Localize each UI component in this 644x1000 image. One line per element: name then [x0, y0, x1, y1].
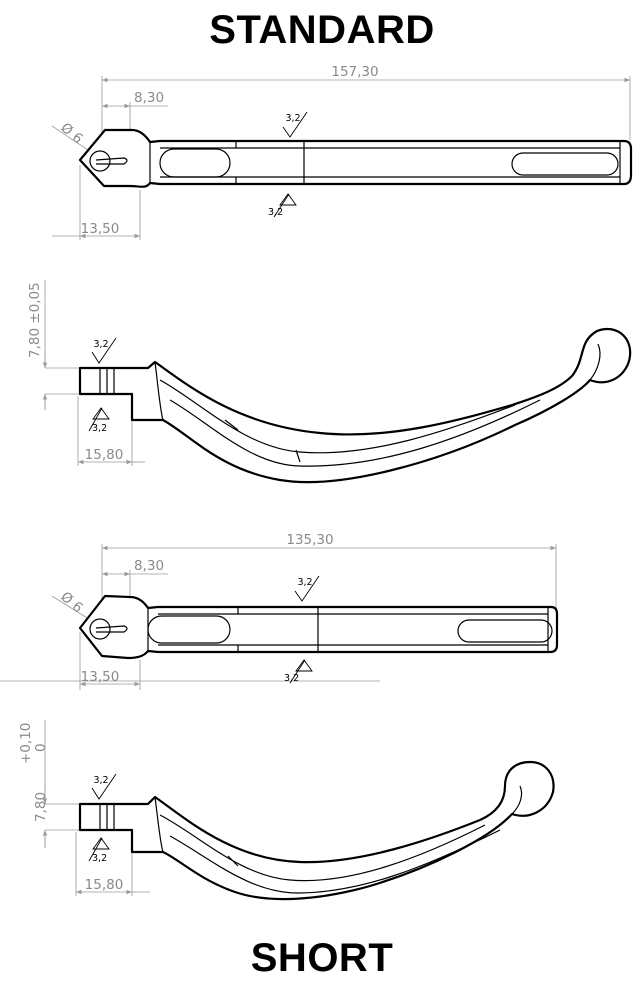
short-thickness: 7,80: [33, 792, 49, 822]
short-pivot-diameter: Ø 6: [57, 589, 85, 616]
roughness-symbol: 3,2: [268, 193, 297, 218]
roughness-symbol: 3,2: [91, 773, 117, 800]
standard-pivot-diameter: Ø 6: [57, 120, 85, 147]
standard-top-view: 157,30 8,30 13,50 Ø 6 3,2: [51, 64, 633, 240]
roughness-symbol: 3,2: [88, 837, 110, 864]
standard-pivot-offset: 8,30: [134, 90, 164, 106]
short-overall-length: 135,30: [286, 532, 333, 548]
standard-overall-length: 157,30: [331, 64, 378, 80]
short-top-view: 135,30 8,30 13,50 Ø 6 3,2 3,2: [0, 532, 559, 690]
svg-text:3,2: 3,2: [268, 207, 283, 218]
roughness-symbol: 3,2: [88, 407, 110, 434]
svg-text:3,2: 3,2: [285, 113, 300, 124]
roughness-symbol: 3,2: [91, 337, 117, 364]
standard-pivot-to-edge: 13,50: [81, 221, 120, 237]
standard-tab-length: 15,80: [85, 447, 124, 463]
svg-text:3,2: 3,2: [92, 853, 107, 864]
title-short: SHORT: [250, 936, 394, 980]
short-tolerance-upper: +0,10: [18, 723, 34, 764]
standard-side-view: 7,80 ±0,05 15,80 3,2 3,2: [27, 280, 632, 484]
short-tab-length: 15,80: [85, 877, 124, 893]
short-side-view: 7,80 +0,10 0 15,80 3,2 3,2: [18, 720, 555, 901]
standard-thickness: 7,80 ±0,05: [27, 282, 43, 358]
standard-lever-top-outline: [78, 128, 633, 188]
roughness-symbol: 3,2: [284, 659, 313, 684]
svg-text:3,2: 3,2: [284, 673, 299, 684]
svg-text:3,2: 3,2: [297, 577, 312, 588]
short-pivot-offset: 8,30: [134, 558, 164, 574]
short-pivot-to-edge: 13,50: [81, 669, 120, 685]
standard-lever-side-outline: [78, 328, 632, 484]
roughness-symbol: 3,2: [294, 575, 320, 602]
svg-text:3,2: 3,2: [93, 775, 108, 786]
short-lever-side-outline: [78, 760, 555, 901]
roughness-symbol: 3,2: [282, 111, 308, 138]
title-standard: STANDARD: [209, 8, 435, 52]
svg-text:3,2: 3,2: [93, 339, 108, 350]
svg-text:3,2: 3,2: [92, 423, 107, 434]
short-tolerance-lower: 0: [33, 743, 49, 752]
